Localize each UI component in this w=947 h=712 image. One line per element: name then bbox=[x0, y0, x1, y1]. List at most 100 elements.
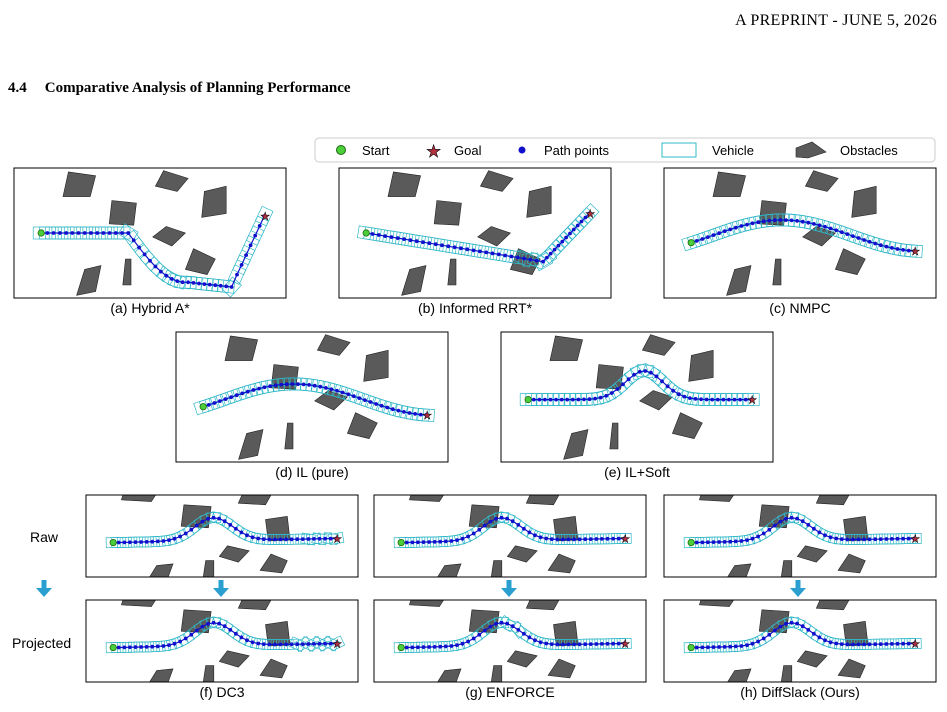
path-point bbox=[901, 248, 905, 252]
path-point bbox=[307, 383, 311, 387]
path-point bbox=[566, 642, 571, 647]
trajectory-panel: ★ bbox=[663, 494, 937, 578]
path-point bbox=[621, 382, 625, 387]
path-point bbox=[710, 397, 715, 402]
path-point bbox=[239, 530, 244, 535]
path-point bbox=[527, 530, 532, 535]
path-point bbox=[588, 537, 593, 541]
path-point bbox=[538, 640, 543, 645]
path-point bbox=[370, 232, 375, 236]
obstacle-polygon bbox=[265, 515, 291, 542]
path-point bbox=[139, 645, 144, 649]
path-point bbox=[194, 628, 199, 633]
panel-frame bbox=[373, 599, 647, 683]
path-point bbox=[58, 231, 62, 235]
trajectory-panel: ★(g) ENFORCE bbox=[373, 599, 647, 700]
path-point bbox=[845, 537, 850, 542]
path-point bbox=[245, 533, 249, 538]
path-point bbox=[895, 536, 900, 541]
path-point bbox=[186, 280, 191, 285]
path-point bbox=[611, 641, 615, 646]
path-point bbox=[51, 231, 56, 235]
path-point bbox=[510, 624, 515, 629]
path-point bbox=[410, 645, 415, 650]
path-point bbox=[901, 641, 905, 646]
path-point bbox=[654, 374, 659, 379]
path-point bbox=[823, 224, 827, 229]
path-point bbox=[739, 644, 744, 648]
path-point bbox=[148, 258, 152, 263]
obstacle-polygon bbox=[316, 334, 351, 356]
obstacle-polygon bbox=[699, 600, 735, 607]
panel-caption: (a) Hybrid A* bbox=[110, 300, 190, 316]
path-point bbox=[191, 281, 196, 285]
path-point bbox=[256, 641, 261, 646]
path-point bbox=[845, 232, 850, 237]
path-point bbox=[218, 283, 223, 288]
path-point bbox=[622, 536, 627, 541]
path-point bbox=[328, 641, 333, 646]
obstacle-polygon bbox=[595, 364, 624, 390]
path-point bbox=[127, 540, 132, 545]
path-point bbox=[745, 643, 749, 647]
start-marker bbox=[687, 643, 695, 652]
path-point bbox=[178, 534, 183, 539]
path-point bbox=[588, 642, 593, 646]
path-point bbox=[228, 523, 233, 527]
obstacle-polygon bbox=[433, 200, 462, 226]
obstacle-polygon bbox=[815, 600, 850, 611]
path-point bbox=[175, 279, 180, 283]
obstacle-polygon bbox=[490, 560, 503, 577]
path-point bbox=[750, 641, 755, 646]
path-point bbox=[460, 536, 465, 541]
vehicle-footprint bbox=[532, 251, 554, 272]
path-point bbox=[257, 386, 261, 391]
path-point bbox=[789, 515, 794, 520]
path-point bbox=[408, 238, 413, 243]
path-point bbox=[706, 645, 710, 650]
path-point bbox=[598, 395, 603, 400]
path-point bbox=[616, 536, 621, 541]
obstacle-polygon bbox=[76, 265, 102, 296]
path-point bbox=[290, 382, 295, 386]
path-point bbox=[873, 537, 878, 542]
path-point bbox=[245, 389, 250, 394]
legend-box bbox=[314, 137, 936, 163]
obstacle-polygon bbox=[834, 248, 866, 275]
path-point bbox=[169, 277, 174, 281]
path-point bbox=[906, 641, 911, 646]
obstacle-polygon-icon bbox=[795, 141, 827, 159]
path-point bbox=[548, 397, 553, 402]
path-point bbox=[334, 536, 339, 541]
path-point bbox=[767, 632, 772, 637]
path-point bbox=[499, 620, 504, 625]
path-point bbox=[851, 234, 855, 239]
path-point bbox=[410, 540, 415, 545]
path-point bbox=[806, 628, 811, 632]
path-point bbox=[756, 534, 760, 539]
path-point bbox=[240, 391, 245, 396]
path-point bbox=[890, 537, 894, 541]
path-point bbox=[812, 526, 816, 531]
path-point bbox=[427, 540, 431, 544]
path-point bbox=[466, 639, 470, 644]
path-point bbox=[600, 537, 604, 541]
path-point bbox=[306, 537, 311, 541]
path-point bbox=[374, 402, 378, 406]
path-point bbox=[172, 641, 177, 646]
path-point bbox=[222, 624, 227, 629]
path-point bbox=[711, 645, 716, 649]
path-point bbox=[565, 397, 570, 402]
path-point bbox=[545, 255, 549, 260]
path-point bbox=[407, 411, 412, 415]
path-point bbox=[414, 239, 419, 244]
path-point bbox=[772, 628, 777, 633]
path-point bbox=[761, 531, 766, 536]
path-point bbox=[421, 540, 426, 544]
path-point bbox=[700, 540, 705, 545]
path-point bbox=[890, 642, 894, 646]
path-point bbox=[772, 523, 777, 528]
path-point bbox=[555, 537, 560, 542]
path-point bbox=[385, 405, 390, 410]
path-point bbox=[494, 516, 498, 521]
